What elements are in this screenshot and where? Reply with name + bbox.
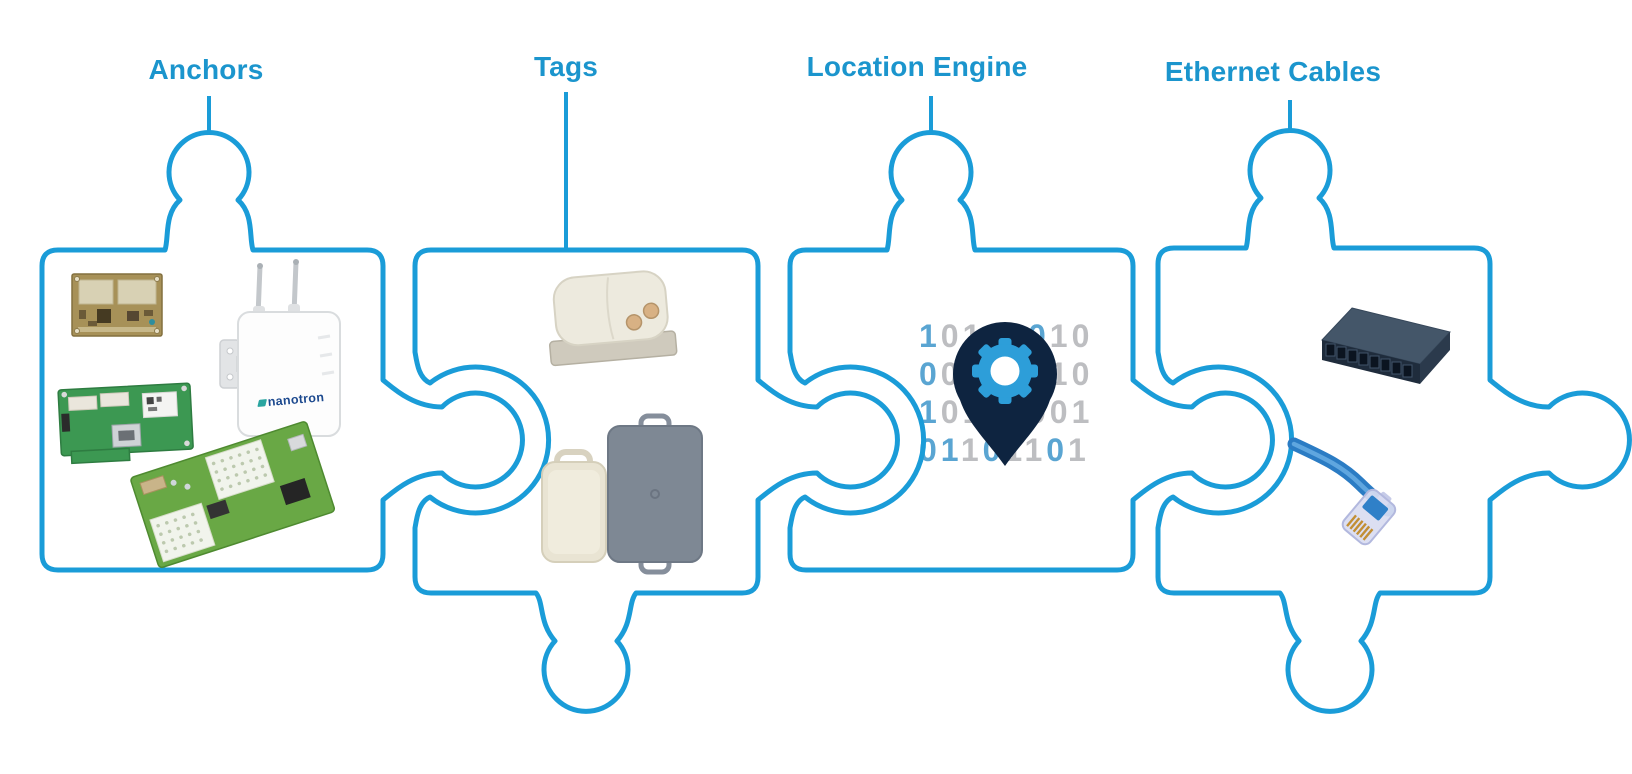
anchors-images (57, 259, 341, 569)
binary-digit: 1 (1049, 356, 1072, 392)
binary-row: 01101101 (919, 431, 1093, 469)
label-connector-lines (207, 92, 1292, 248)
binary-digit: 0 (940, 356, 963, 392)
binary-digit: 0 (1027, 394, 1050, 430)
binary-digit: 0 (1027, 356, 1050, 392)
tags-images (541, 270, 703, 575)
binary-digit: 1 (962, 356, 985, 392)
anchor-module-image (71, 273, 163, 337)
ethernet-cables-label: Ethernet Cables (1164, 56, 1382, 87)
binary-digit: 1 (960, 432, 983, 468)
binary-digit: 0 (984, 318, 1007, 354)
binary-digit: 1 (919, 394, 941, 430)
binary-digit: 1 (1004, 432, 1025, 468)
binary-digit: 1 (962, 394, 985, 430)
binary-digit: 0 (1027, 318, 1050, 354)
puzzle-piece-tags (412, 247, 900, 714)
binary-digit: 1 (1006, 318, 1028, 354)
binary-digit: 0 (940, 394, 963, 430)
binary-digit: 0 (919, 432, 941, 468)
binary-digit: 0 (984, 394, 1007, 430)
tag-gray-image (607, 413, 703, 575)
binary-digit: 1 (940, 432, 961, 468)
anchors-label: Anchors (148, 54, 264, 85)
puzzle-piece-anchors (39, 129, 525, 573)
puzzle-piece-ethernet-cables (1155, 127, 1632, 714)
binary-digit: 1 (1068, 432, 1090, 468)
binary-digit: 1 (919, 318, 941, 354)
binary-digit: 0 (1046, 432, 1069, 468)
binary-digit: 1 (962, 318, 985, 354)
puzzle-outlines (39, 127, 1632, 714)
cable-image (1287, 437, 1397, 546)
binary-row: 10101010 (919, 317, 1093, 355)
nanotron-logo-text: nanotron (267, 390, 325, 410)
switch-image (1321, 307, 1451, 384)
anchor-green-pcb-image (57, 382, 194, 465)
binary-digit: 0 (919, 356, 941, 392)
tag-white-image (548, 270, 678, 367)
binary-digit: 0 (984, 356, 1007, 392)
binary-digit: 0 (982, 432, 1005, 468)
nanotron-logo: nanotron (248, 389, 335, 410)
binary-digit: 0 (1071, 356, 1094, 392)
binary-row: 00101010 (919, 355, 1093, 393)
binary-digit: 0 (1071, 318, 1094, 354)
anchor-access-point-image (219, 259, 341, 437)
binary-digit: 1 (1071, 394, 1094, 430)
ethernet-images (1287, 307, 1451, 546)
binary-digit: 1 (1006, 356, 1028, 392)
location-engine-label: Location Engine (806, 51, 1028, 82)
binary-digit: 1 (1006, 394, 1028, 430)
anchor-devboard-image (130, 421, 336, 569)
binary-row: 10101001 (919, 393, 1093, 431)
binary-digit: 1 (1024, 432, 1047, 468)
binary-digit: 0 (1049, 394, 1072, 430)
rj45-connector-icon (1341, 488, 1397, 546)
nanotron-flag-icon (257, 399, 267, 407)
binary-digit: 0 (940, 318, 963, 354)
binary-digit: 1 (1049, 318, 1072, 354)
tag-beige-image (541, 449, 607, 563)
tags-label: Tags (533, 51, 599, 82)
